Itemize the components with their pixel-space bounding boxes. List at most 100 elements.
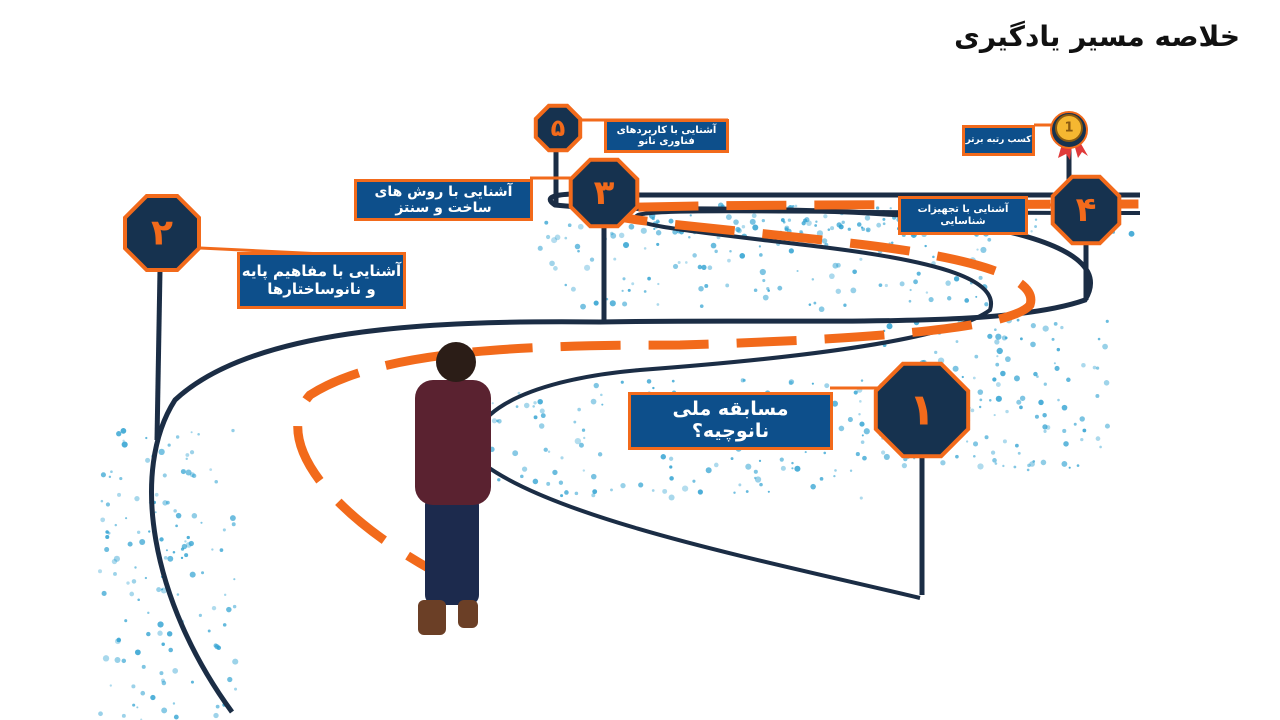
step-2-number: ۲ xyxy=(151,212,173,254)
molecule-dot xyxy=(859,496,863,500)
molecule-dot xyxy=(131,579,137,584)
molecule-dot xyxy=(975,295,978,298)
molecule-dot xyxy=(823,451,827,455)
molecule-dot xyxy=(1034,225,1037,228)
molecule-dot xyxy=(657,282,660,286)
molecule-dot xyxy=(1043,429,1047,433)
molecule-dot xyxy=(543,447,548,452)
step-4-number: ۴ xyxy=(1075,190,1097,230)
molecule-dot xyxy=(622,301,628,307)
molecule-dot xyxy=(577,223,584,230)
molecule-dot xyxy=(685,261,688,264)
molecule-dot xyxy=(1004,336,1008,340)
molecule-dot xyxy=(496,419,499,423)
molecule-dot xyxy=(829,273,835,280)
molecule-dot xyxy=(551,237,558,244)
molecule-dot xyxy=(1019,395,1026,401)
molecule-dot xyxy=(863,428,870,435)
molecule-dot xyxy=(994,328,997,332)
molecule-dot xyxy=(532,405,535,408)
molecule-dot xyxy=(697,489,703,495)
molecule-dot xyxy=(646,379,652,384)
molecule-dot xyxy=(139,539,146,546)
molecule-dot xyxy=(777,285,783,291)
molecule-dot xyxy=(832,262,839,269)
molecule-dot xyxy=(875,206,880,210)
molecule-dot xyxy=(976,248,979,251)
molecule-dot xyxy=(745,490,749,493)
molecule-dot xyxy=(932,255,935,259)
molecule-dot xyxy=(209,468,213,471)
molecule-dot xyxy=(546,481,551,486)
molecule-dot xyxy=(810,483,816,490)
molecule-dot xyxy=(154,492,159,497)
molecule-dot xyxy=(110,470,113,474)
molecule-dot xyxy=(824,383,830,389)
molecule-dot xyxy=(849,469,853,472)
molecule-dot xyxy=(1060,325,1064,330)
molecule-dot xyxy=(753,476,757,480)
molecule-dot xyxy=(105,502,111,507)
molecule-dot xyxy=(759,482,763,487)
molecule-dot xyxy=(796,269,799,273)
medal-icon xyxy=(1050,111,1088,160)
molecule-dot xyxy=(577,249,580,253)
molecule-dot xyxy=(567,223,572,228)
molecule-dot xyxy=(116,637,122,643)
molecule-dot xyxy=(1033,371,1038,377)
molecule-dot xyxy=(1038,399,1044,406)
step-2-label: آشنایی با مفاهیم پایه و نانوساختارها xyxy=(237,252,406,309)
molecule-dot xyxy=(147,611,150,615)
molecule-dot xyxy=(660,454,666,460)
molecule-dot xyxy=(620,380,624,384)
molecule-dot xyxy=(749,218,756,225)
molecule-dot xyxy=(819,476,824,481)
molecule-dot xyxy=(214,479,218,484)
molecule-dot xyxy=(613,257,617,261)
molecule-dot xyxy=(175,512,182,519)
molecule-dot xyxy=(804,451,807,454)
molecule-dot xyxy=(609,300,616,307)
molecule-dot xyxy=(145,436,148,440)
molecule-dot xyxy=(113,555,121,562)
molecule-dot xyxy=(1013,465,1017,469)
molecule-dot xyxy=(1019,337,1023,341)
molecule-dot xyxy=(987,333,993,339)
molecule-dot xyxy=(600,393,603,397)
molecule-dot xyxy=(656,242,660,246)
molecule-dot xyxy=(564,236,568,240)
molecule-dot xyxy=(222,623,227,627)
molecule-dot xyxy=(791,467,794,470)
molecule-dot xyxy=(1063,441,1069,447)
molecule-dot xyxy=(758,245,762,248)
molecule-dot xyxy=(186,535,190,540)
molecule-dot xyxy=(843,303,847,307)
molecule-dot xyxy=(583,436,586,440)
molecule-dot xyxy=(189,571,196,578)
molecule-dot xyxy=(651,216,655,221)
molecule-dot xyxy=(121,441,128,448)
molecule-dot xyxy=(552,469,558,476)
molecule-dot xyxy=(176,593,180,596)
molecule-dot xyxy=(1103,380,1110,386)
molecule-dot xyxy=(833,474,836,478)
molecule-dot xyxy=(114,523,118,527)
molecule-dot xyxy=(992,458,997,463)
molecule-dot xyxy=(533,415,538,420)
molecule-dot xyxy=(167,443,171,447)
molecule-dot xyxy=(197,432,200,436)
molecule-dot xyxy=(109,684,112,687)
molecule-dot xyxy=(1016,399,1022,405)
molecule-dot xyxy=(814,224,818,227)
molecule-dot xyxy=(198,613,202,617)
molecule-dot xyxy=(129,591,135,597)
molecule-dot xyxy=(741,225,746,229)
molecule-dot xyxy=(161,642,165,647)
molecule-dot xyxy=(890,241,894,245)
molecule-dot xyxy=(184,540,187,543)
molecule-dot xyxy=(876,222,882,228)
molecule-dot xyxy=(710,242,717,249)
molecule-dot xyxy=(127,541,133,547)
molecule-dot xyxy=(739,253,746,259)
molecule-dot xyxy=(116,431,122,437)
